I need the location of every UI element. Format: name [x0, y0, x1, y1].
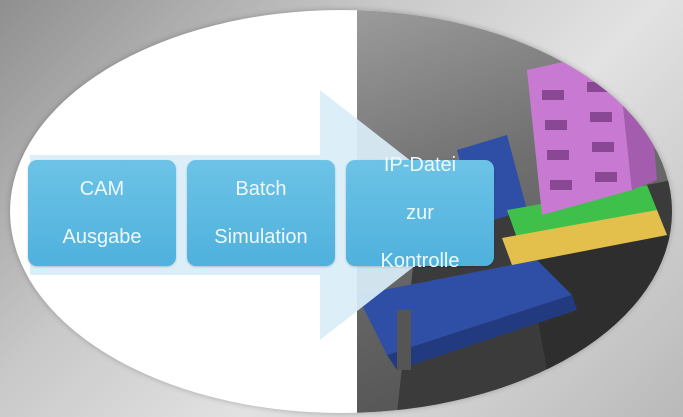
step-label-line: Kontrolle: [380, 250, 460, 272]
step-label-line: Ausgabe: [62, 226, 142, 248]
workpiece-pockets: [542, 82, 617, 190]
bolt: [397, 310, 411, 370]
step-ip-datei-kontrolle: IP-Datei zur Kontrolle: [346, 154, 494, 272]
yellow-block: [502, 210, 667, 265]
step-label-line: zur: [406, 202, 434, 224]
oval-vignette: CAM Ausgabe Batch Simulation IP-Datei zu…: [10, 10, 672, 413]
fixture-render-image: [357, 50, 672, 413]
vise-body: [527, 235, 672, 370]
magenta-workpiece-side: [617, 50, 657, 190]
green-plate: [507, 185, 657, 238]
blue-clamp-bar-side: [387, 295, 577, 370]
step-label-line: Batch: [235, 178, 287, 200]
cad-render: [357, 10, 672, 413]
step-label-line: IP-Datei: [383, 154, 457, 176]
step-batch-simulation: Batch Simulation: [187, 160, 335, 266]
step-label-line: CAM: [79, 178, 125, 200]
step-cam-ausgabe: CAM Ausgabe: [28, 160, 176, 266]
step-label-line: Simulation: [214, 226, 308, 248]
